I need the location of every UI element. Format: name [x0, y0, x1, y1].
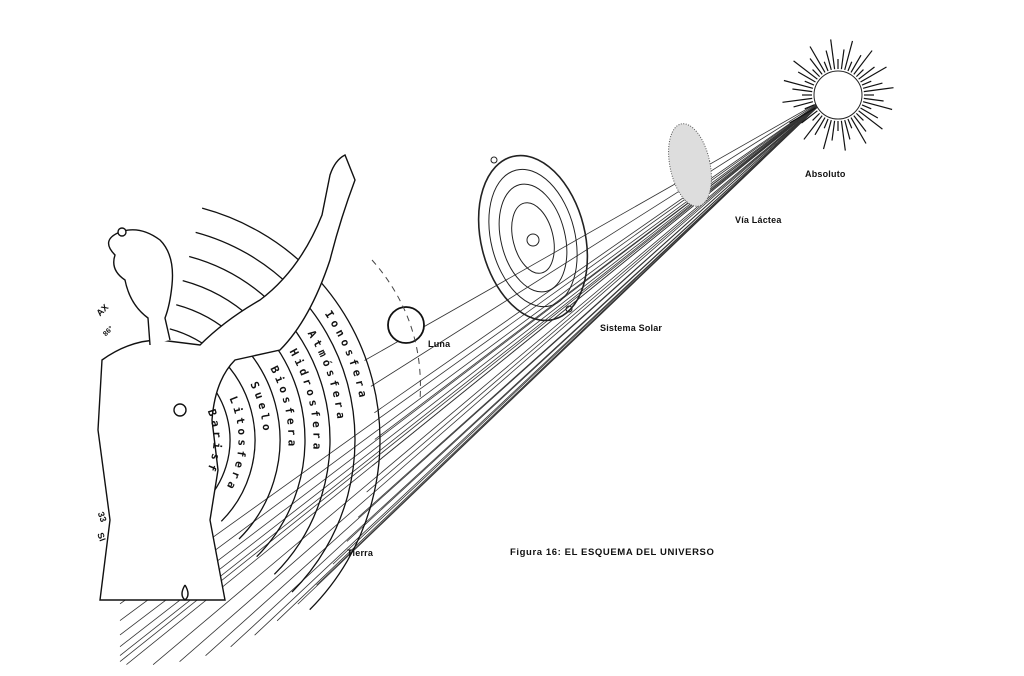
sun-ray	[844, 119, 851, 140]
earth-layer-label: Litosfera	[222, 394, 248, 495]
sun-ray	[862, 82, 883, 89]
cone-ray	[374, 96, 829, 414]
sun-ray	[804, 80, 815, 86]
earth-layer-arc	[182, 279, 306, 558]
label-milky-way: Vía Láctea	[735, 215, 782, 225]
sun-ray	[803, 115, 823, 140]
cone-ray	[179, 96, 829, 662]
sun-ray	[863, 97, 884, 102]
cone-ray	[119, 96, 829, 656]
sun-ray	[782, 97, 813, 103]
sun-ray	[861, 80, 872, 86]
cone-ray	[205, 96, 829, 656]
earth-layer-arc	[189, 255, 331, 575]
sun-ray	[823, 118, 829, 129]
cone-ray	[254, 96, 829, 636]
sun-ray	[793, 101, 814, 108]
sun-ray	[850, 117, 867, 144]
earth-layer-arc	[176, 304, 281, 540]
solar-system-icon	[477, 154, 589, 322]
sun-ray	[840, 49, 845, 70]
earth-layer-arc	[201, 207, 381, 611]
sun-ray	[783, 79, 814, 89]
label-earth: Tierra	[347, 548, 374, 558]
sun-ray	[830, 39, 836, 70]
sun-ray	[860, 107, 879, 119]
label-absolute: Absoluto	[805, 169, 846, 179]
sun-ray	[847, 61, 853, 72]
sun-ray	[850, 54, 862, 73]
cone-ray	[119, 96, 829, 662]
sun-ray	[855, 112, 864, 121]
absolute-sun-icon	[782, 39, 894, 151]
sun-ray	[858, 66, 875, 80]
sun-ray	[809, 46, 826, 73]
cone-ray	[366, 96, 829, 493]
sun-ray	[840, 120, 846, 151]
figure-caption: Figura 16: EL ESQUEMA DEL UNIVERSO	[510, 547, 715, 558]
earth-layer-label: Biosfera	[267, 364, 298, 451]
sun-ray	[844, 40, 854, 71]
sun-ray	[792, 88, 813, 93]
cone-ray	[364, 96, 829, 361]
sun-ray	[860, 66, 887, 83]
cone-of-rays	[119, 96, 829, 665]
human-figure-icon	[97, 154, 356, 601]
cone-ray	[370, 96, 829, 387]
moon-icon	[387, 306, 425, 344]
label-solar-system: Sistema Solar	[600, 323, 663, 333]
sun-ray	[858, 110, 883, 130]
sun-ray	[814, 117, 826, 136]
sun-ray	[853, 115, 867, 132]
sun-ray	[797, 71, 816, 83]
sun-ray	[804, 104, 815, 110]
sun-ray	[825, 50, 832, 71]
milky-way-icon	[668, 123, 712, 207]
earth-layers	[156, 207, 381, 611]
sun-ray	[812, 112, 821, 121]
cone-ray	[230, 96, 829, 648]
sun-ray	[822, 119, 832, 150]
sun-ray	[861, 104, 872, 110]
sun-ray	[863, 87, 894, 93]
sun-ray	[831, 120, 836, 141]
earth-layer-arc	[195, 231, 356, 593]
sun-ray	[853, 50, 873, 75]
sun-ray	[855, 69, 864, 78]
earth-layer-arc	[169, 328, 256, 522]
sun-ray	[847, 118, 853, 129]
cone-ray	[276, 96, 829, 622]
sun-ray	[789, 107, 816, 124]
sun-ray	[862, 101, 893, 111]
cone-ray	[152, 96, 829, 665]
sun-ray	[793, 60, 818, 80]
sun-ray	[823, 61, 829, 72]
sun-ray	[801, 110, 818, 124]
sun-ray	[809, 58, 823, 75]
sun-ray	[812, 69, 821, 78]
cone-ray	[126, 96, 829, 665]
label-moon: Luna	[428, 339, 451, 349]
